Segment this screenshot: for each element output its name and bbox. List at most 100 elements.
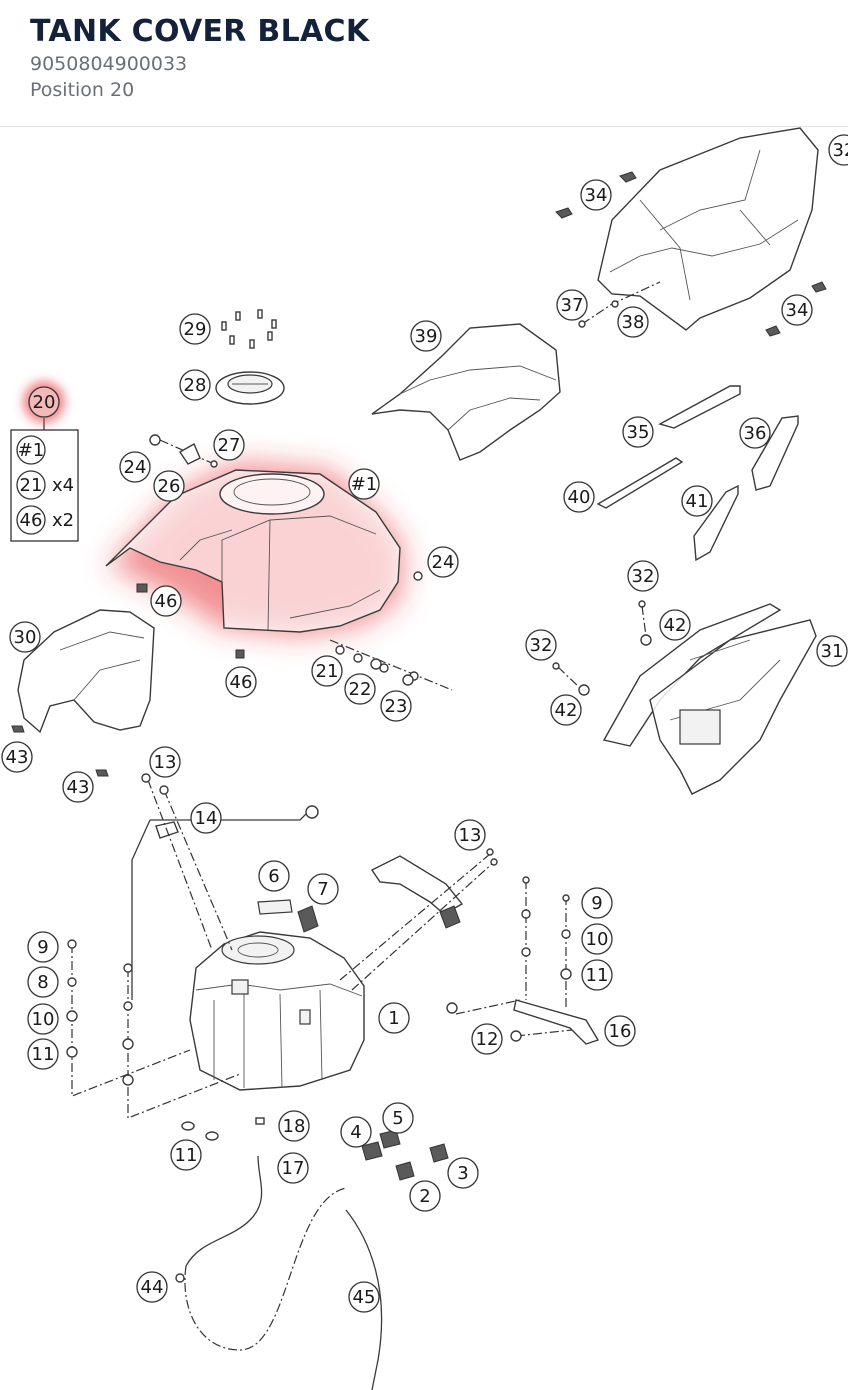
kit-item-label: #1	[18, 440, 45, 461]
callout-4[interactable]: 4	[340, 1116, 372, 1148]
callout-2[interactable]: 2	[409, 1180, 441, 1212]
callout-20[interactable]: 20	[23, 381, 65, 423]
callout-11[interactable]: 11	[170, 1139, 202, 1171]
callout-circle	[563, 481, 595, 513]
callout-13[interactable]: 13	[454, 819, 486, 851]
callout-42[interactable]: 42	[659, 609, 691, 641]
callout-23[interactable]: 23	[380, 690, 412, 722]
callout-label: 39	[415, 326, 438, 347]
callout-1[interactable]: 1	[378, 1002, 410, 1034]
callout-11[interactable]: 11	[27, 1038, 59, 1070]
callout-circle	[150, 585, 182, 617]
callout-label: 42	[555, 700, 578, 721]
callout-label: 11	[32, 1044, 55, 1065]
kit-item-1[interactable]: #1	[16, 435, 46, 465]
rear-frame[interactable]	[602, 603, 817, 795]
callout-label: 20	[33, 392, 56, 413]
tank-cover[interactable]	[105, 469, 401, 633]
callout-30[interactable]: 30	[9, 621, 41, 653]
callout-14[interactable]: 14	[190, 802, 222, 834]
kit-item-3[interactable]: 46 x2	[16, 505, 74, 535]
callout-3[interactable]: 3	[447, 1157, 479, 1189]
callout-label: 36	[744, 423, 767, 444]
callout-32[interactable]: 32	[525, 629, 557, 661]
page-title: TANK COVER BLACK	[30, 14, 370, 49]
callout-34[interactable]: 34	[781, 294, 813, 326]
trim-parts[interactable]	[596, 385, 799, 562]
callout-40[interactable]: 40	[563, 481, 595, 513]
callout-circle	[348, 1281, 380, 1313]
callout-label: 43	[6, 747, 29, 768]
callout-42[interactable]: 42	[550, 694, 582, 726]
callout-label: 8	[37, 972, 48, 993]
callout-circle	[9, 621, 41, 653]
callout-9[interactable]: 9	[581, 887, 613, 919]
callout-44[interactable]: 44	[136, 1271, 168, 1303]
callout-28[interactable]: 28	[179, 369, 211, 401]
rider-seat[interactable]	[371, 323, 561, 461]
callout-29[interactable]: 29	[179, 313, 211, 345]
callout-kit-1[interactable]: #1	[348, 468, 380, 500]
fuel-tank[interactable]	[189, 931, 365, 1091]
callout-circle	[816, 635, 848, 667]
callout-circle	[410, 320, 442, 352]
callout-circle	[278, 1110, 310, 1142]
callout-32[interactable]: 32	[828, 134, 848, 166]
callout-11[interactable]: 11	[581, 959, 613, 991]
callout-17[interactable]: 17	[277, 1152, 309, 1184]
callout-label: 3	[457, 1163, 468, 1184]
callout-16[interactable]: 16	[604, 1015, 636, 1047]
callout-circle	[213, 429, 245, 461]
callout-6[interactable]: 6	[258, 860, 290, 892]
callout-label: 32	[632, 566, 655, 587]
callout-circle	[659, 609, 691, 641]
kit-box: #1 21 x4 46 x2	[10, 429, 79, 542]
callout-circle	[179, 313, 211, 345]
callout-label: 4	[350, 1122, 361, 1143]
callout-10[interactable]: 10	[581, 923, 613, 955]
callout-5[interactable]: 5	[382, 1102, 414, 1134]
callout-circle	[28, 386, 60, 418]
callout-27[interactable]: 27	[213, 429, 245, 461]
callout-10[interactable]: 10	[27, 1003, 59, 1035]
side-cover[interactable]	[17, 609, 155, 734]
callout-35[interactable]: 35	[622, 416, 654, 448]
callout-45[interactable]: 45	[348, 1281, 380, 1313]
fuel-cap[interactable]	[215, 371, 285, 405]
callout-13[interactable]: 13	[149, 746, 181, 778]
callout-46[interactable]: 46	[150, 585, 182, 617]
callout-36[interactable]: 36	[739, 417, 771, 449]
callout-41[interactable]: 41	[681, 485, 713, 517]
callout-22[interactable]: 22	[344, 673, 376, 705]
callout-9[interactable]: 9	[27, 931, 59, 963]
callout-18[interactable]: 18	[278, 1110, 310, 1142]
callout-24[interactable]: 24	[119, 451, 151, 483]
callout-7[interactable]: 7	[307, 873, 339, 905]
callout-label: 34	[786, 300, 809, 321]
callout-38[interactable]: 38	[617, 306, 649, 338]
callout-46[interactable]: 46	[225, 666, 257, 698]
kit-item-qty: x2	[52, 510, 74, 531]
callout-8[interactable]: 8	[27, 966, 59, 998]
callout-circle	[62, 771, 94, 803]
callout-label: 44	[141, 1277, 164, 1298]
callout-circle	[581, 923, 613, 955]
callout-21[interactable]: 21	[311, 655, 343, 687]
callout-43[interactable]: 43	[62, 771, 94, 803]
callout-12[interactable]: 12	[471, 1023, 503, 1055]
kit-item-2[interactable]: 21 x4	[16, 470, 74, 500]
callout-39[interactable]: 39	[410, 320, 442, 352]
callout-32[interactable]: 32	[627, 560, 659, 592]
rear-seat[interactable]	[555, 127, 827, 337]
callout-circle	[311, 655, 343, 687]
callout-24[interactable]: 24	[427, 546, 459, 578]
callout-label: 17	[282, 1158, 305, 1179]
callout-37[interactable]: 37	[556, 289, 588, 321]
callout-26[interactable]: 26	[153, 470, 185, 502]
callout-34[interactable]: 34	[580, 179, 612, 211]
callout-31[interactable]: 31	[816, 635, 848, 667]
callout-label: 28	[184, 375, 207, 396]
callout-43[interactable]: 43	[1, 741, 33, 773]
callout-circle	[739, 417, 771, 449]
callout-label: 29	[184, 319, 207, 340]
